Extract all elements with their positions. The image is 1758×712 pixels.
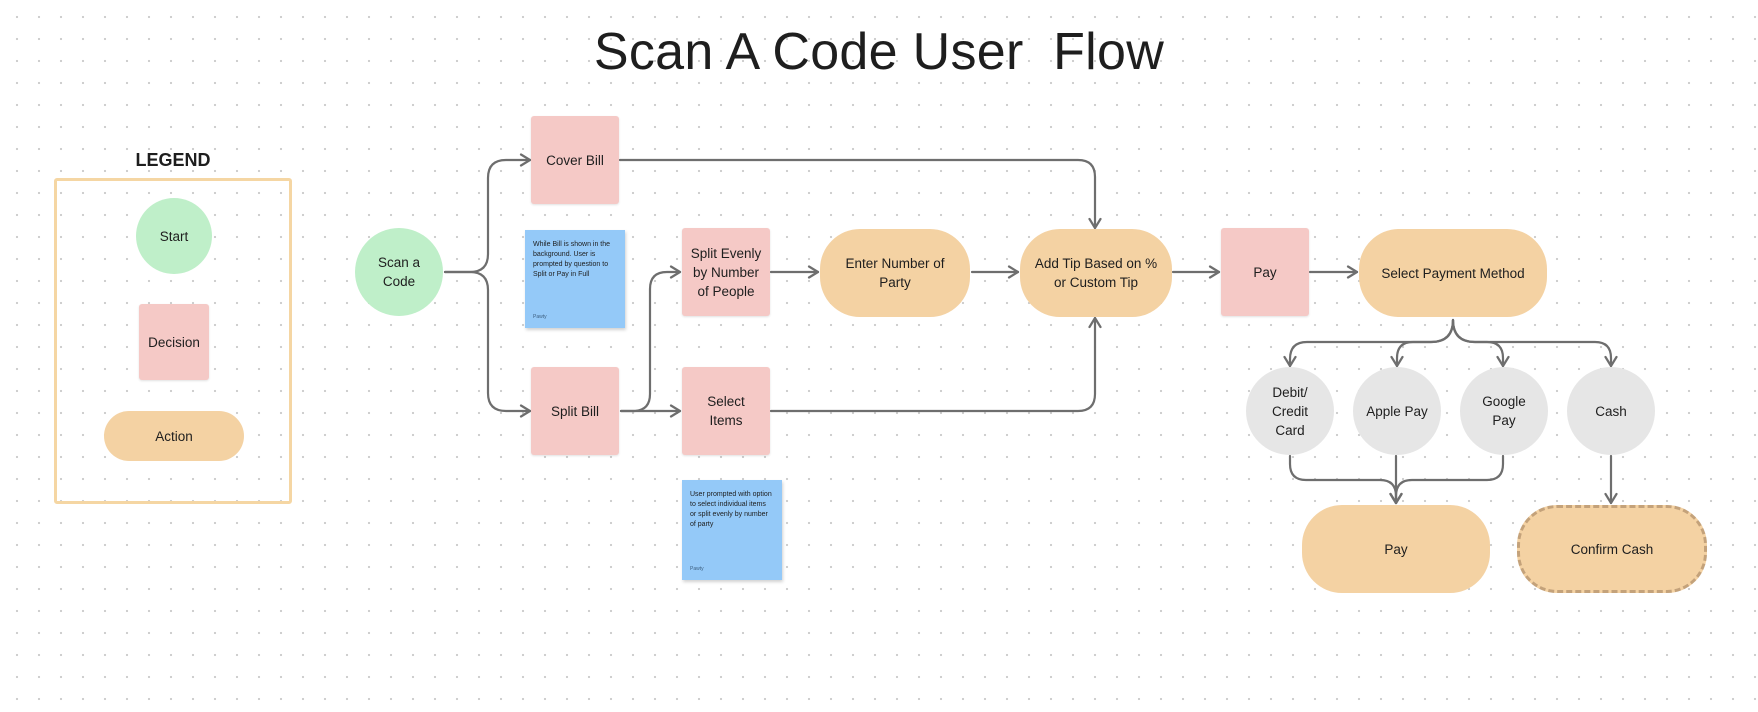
edge-items-to-tip xyxy=(769,316,1102,413)
sticky-note-items-prompt: User prompted with option to select indi… xyxy=(682,480,782,580)
legend-start: Start xyxy=(136,198,212,274)
legend-title: LEGEND xyxy=(135,150,211,170)
node-google-pay: Google Pay xyxy=(1460,367,1548,455)
edge-split-to-evenly xyxy=(619,265,682,413)
sticky-note-text: User prompted with option to select indi… xyxy=(690,491,772,528)
node-select-payment-method: Select Payment Method xyxy=(1359,229,1547,317)
node-split-bill: Split Bill xyxy=(531,367,619,455)
edge-scan-to-split xyxy=(443,270,532,418)
node-select-items: Select Items xyxy=(682,367,770,455)
edge-scan-to-cover xyxy=(443,153,532,274)
sticky-note-split-prompt: While Bill is shown in the background. U… xyxy=(525,230,625,328)
sticky-note-author: Pawty xyxy=(533,314,547,320)
node-scan-a-code: Scan a Code xyxy=(355,228,443,316)
node-split-evenly: Split Evenly by Number of People xyxy=(682,228,770,316)
node-debit-credit-card: Debit/ Credit Card xyxy=(1246,367,1334,455)
node-pay-decision: Pay xyxy=(1221,228,1309,316)
node-cash: Cash xyxy=(1567,367,1655,455)
edge-google-to-pay xyxy=(1389,454,1505,505)
node-apple-pay: Apple Pay xyxy=(1353,367,1441,455)
sticky-note-text: While Bill is shown in the background. U… xyxy=(533,241,611,278)
legend-box xyxy=(54,178,292,504)
node-enter-number-of-party: Enter Number of Party xyxy=(820,229,970,317)
node-add-tip: Add Tip Based on % or Custom Tip xyxy=(1020,229,1172,317)
legend-action: Action xyxy=(104,411,244,461)
node-pay-action: Pay xyxy=(1302,505,1490,593)
edge-method-to-cash xyxy=(1451,318,1618,368)
edge-debit-to-pay xyxy=(1288,454,1403,505)
legend-decision: Decision xyxy=(139,304,209,380)
sticky-note-author: Pawty xyxy=(690,566,704,572)
edge-cover-to-tip xyxy=(618,158,1102,230)
edge-method-to-apple xyxy=(1390,318,1455,368)
node-confirm-cash: Confirm Cash xyxy=(1517,505,1707,593)
node-cover-bill: Cover Bill xyxy=(531,116,619,204)
diagram-title: Scan A Code User Flow xyxy=(593,23,1165,81)
